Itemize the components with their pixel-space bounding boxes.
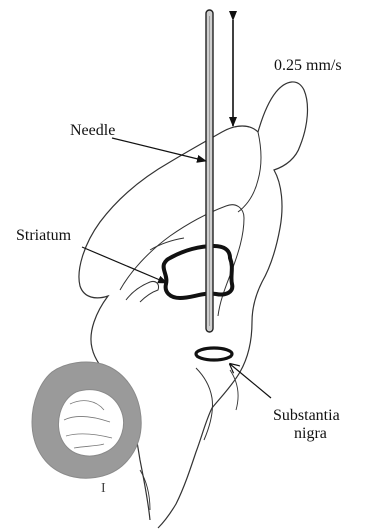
substantia-nigra-leader-arrow xyxy=(230,364,271,398)
striatum-outline xyxy=(164,246,233,298)
substantia-nigra-label-line2: nigra xyxy=(294,425,327,443)
gray-mass xyxy=(32,362,141,478)
needle-label: Needle xyxy=(70,122,115,140)
needle xyxy=(206,10,213,332)
striatum-leader-arrow xyxy=(82,247,167,283)
scale-mark: I xyxy=(101,480,106,498)
ventricle-contour xyxy=(126,281,159,302)
speed-label: 0.25 mm/s xyxy=(274,57,342,75)
olfactory-contour xyxy=(238,132,261,212)
brainstem-contour-2 xyxy=(230,370,238,410)
striatum-label: Striatum xyxy=(16,227,71,245)
substantia-nigra-outline xyxy=(196,348,232,360)
substantia-nigra-label-line1: Substantia xyxy=(273,407,340,425)
